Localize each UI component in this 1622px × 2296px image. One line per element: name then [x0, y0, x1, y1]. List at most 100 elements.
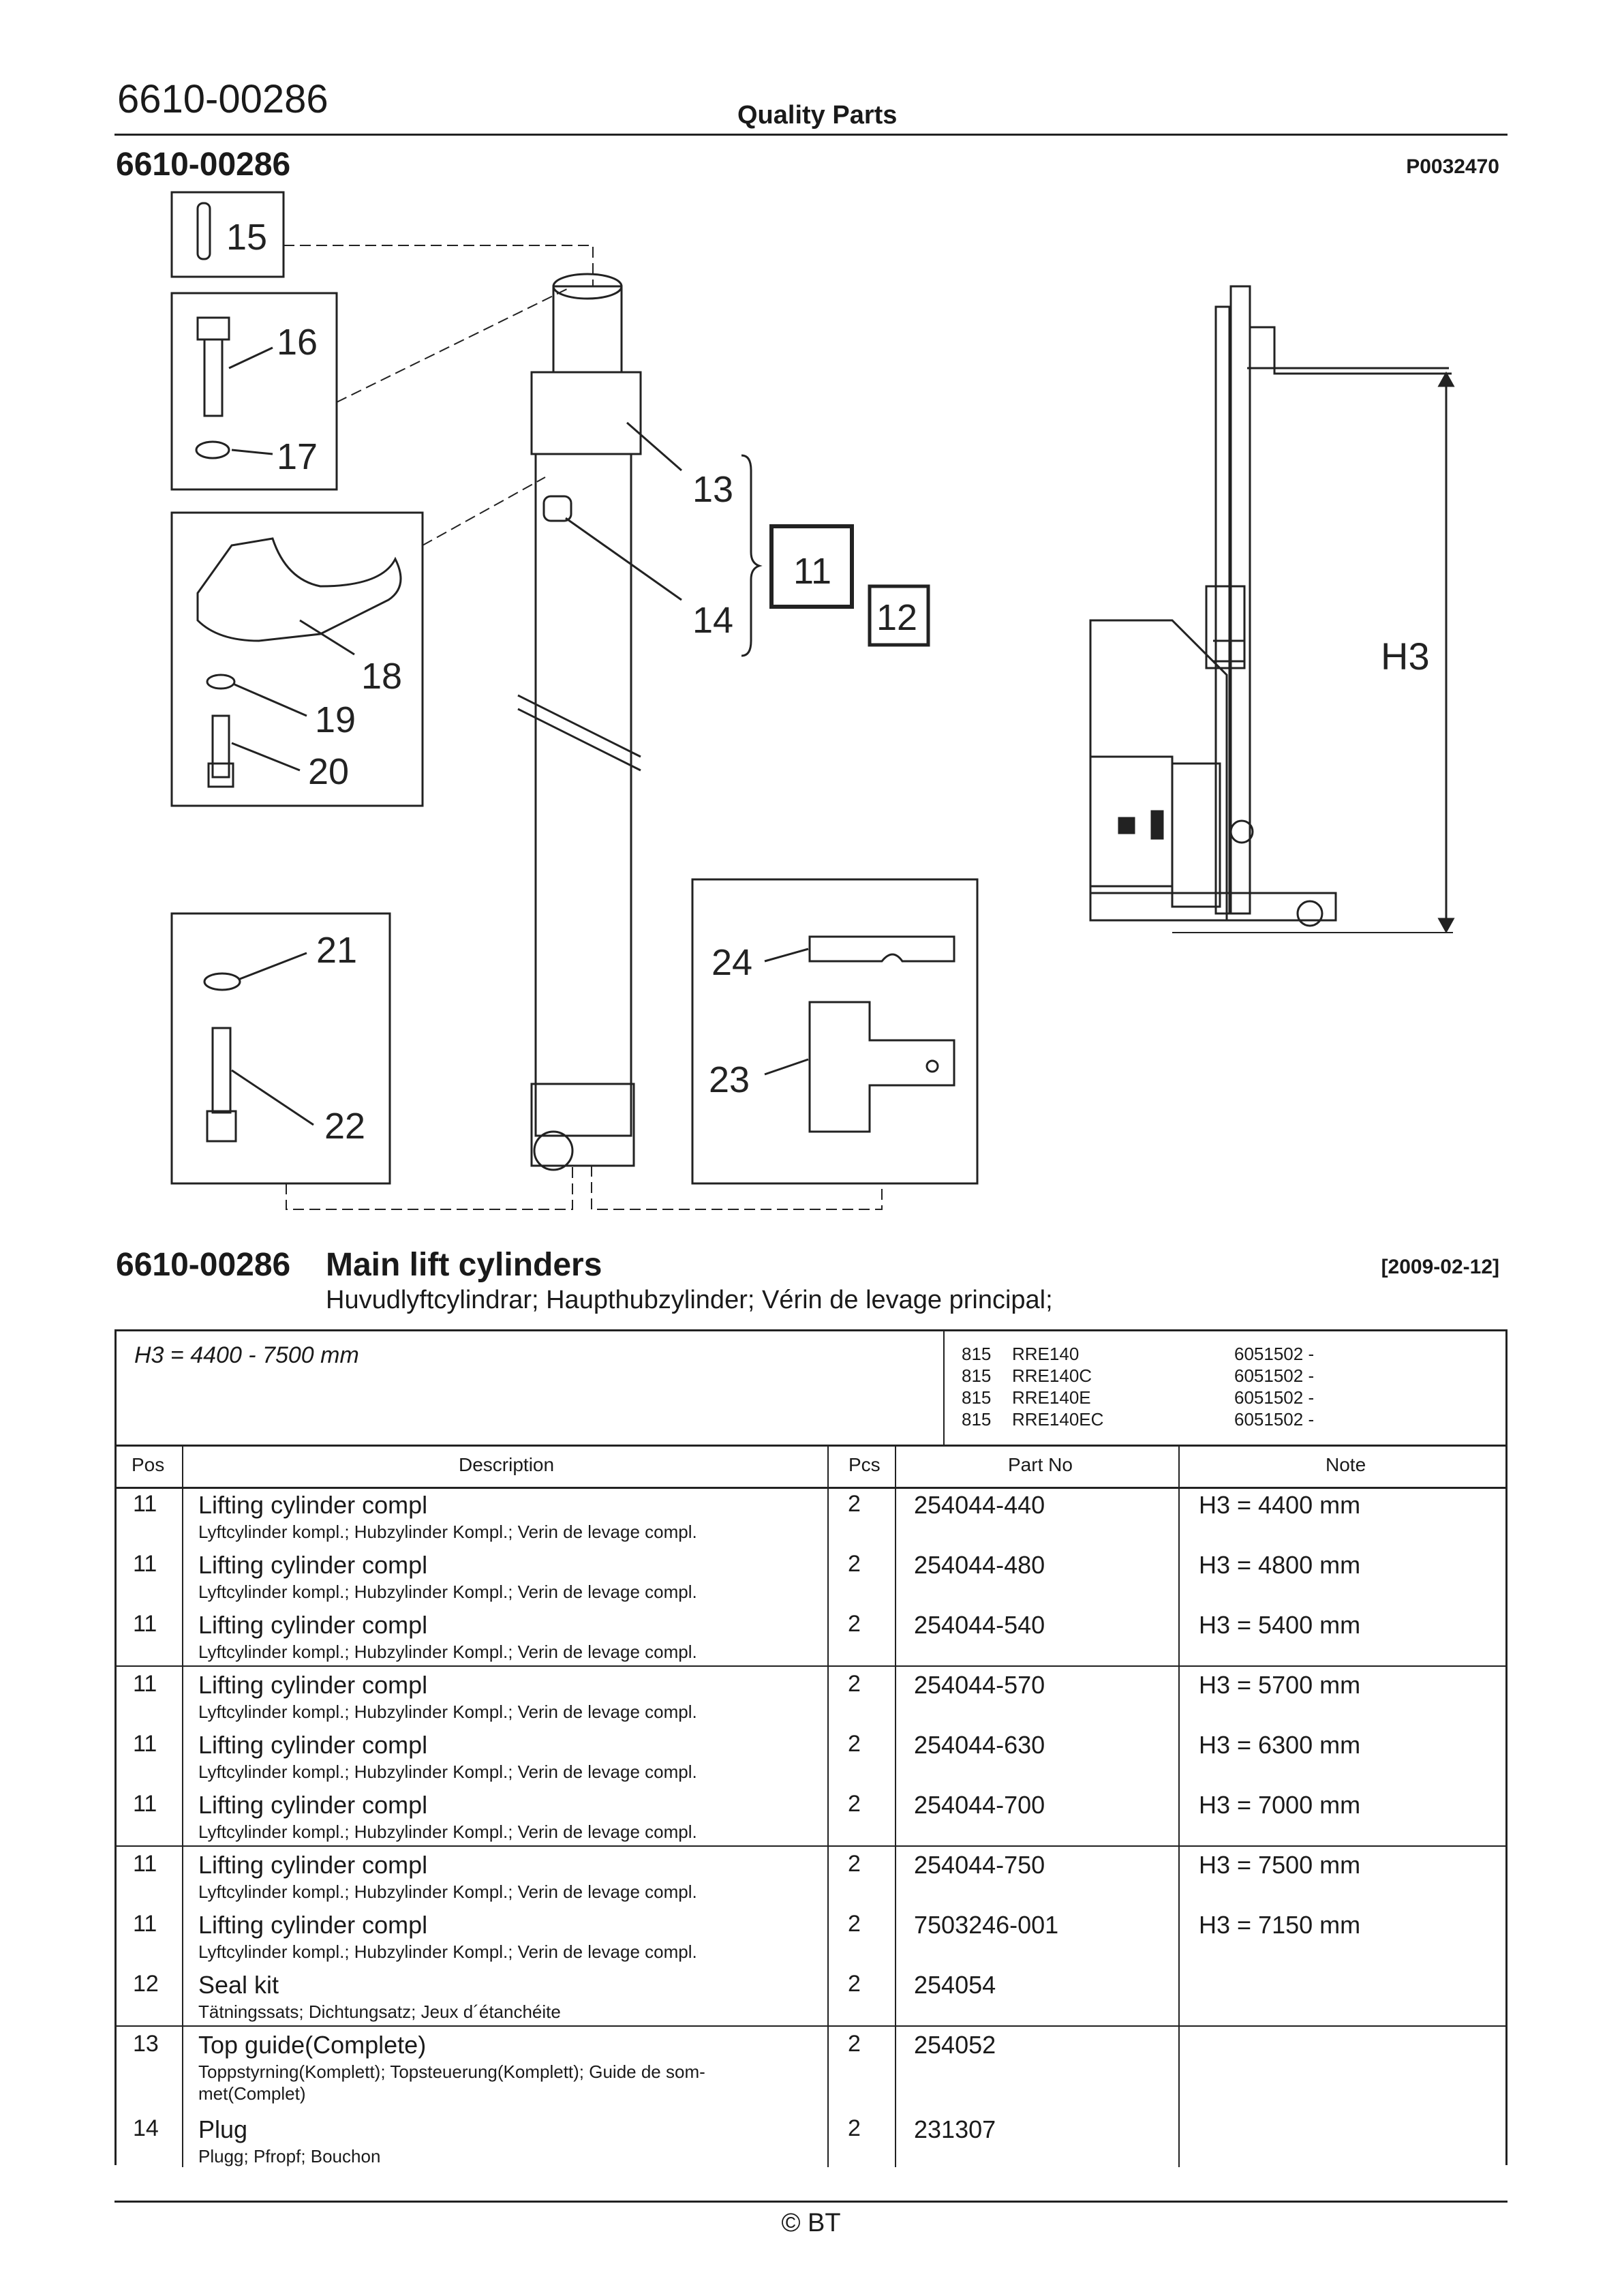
callout-box-15	[170, 191, 285, 278]
cell-description: Lifting cylinder compl	[198, 1611, 428, 1639]
cell-pcs: 2	[848, 1851, 861, 1877]
callout-label-21: 21	[316, 930, 357, 971]
applicability-block: H3 = 4400 - 7500 mm 815 RRE140 6051502 - 81…	[117, 1331, 1505, 1447]
cell-description: Lifting cylinder compl	[198, 1851, 428, 1879]
cell-pcs: 2	[848, 2031, 861, 2057]
pin-icon	[196, 202, 211, 260]
callout-box-23-24	[691, 878, 979, 1185]
cell-note: H3 = 7000 mm	[1199, 1791, 1361, 1819]
callout-box-18-20	[170, 511, 424, 807]
applicability-model: RRE140C	[1012, 1365, 1092, 1386]
cylinder-top-guide	[530, 371, 642, 455]
washer-icon	[206, 674, 236, 690]
header-pcs: Pcs	[848, 1454, 881, 1475]
bracket-icon	[196, 537, 402, 642]
cell-pcs: 2	[848, 1911, 861, 1937]
cell-note: H3 = 5700 mm	[1199, 1671, 1361, 1699]
title-translations: Huvudlyftcylindrar; Haupthubzylinder; Vé…	[326, 1286, 1053, 1314]
cell-pcs: 2	[848, 1671, 861, 1697]
dimension-label-h3: H3	[1381, 635, 1430, 678]
applicability-serial: 6051502 -	[1234, 1365, 1315, 1386]
cell-pos: 11	[133, 1791, 157, 1817]
group-divider	[117, 1845, 1505, 1847]
callout-label-11: 11	[793, 551, 831, 592]
header-note: Note	[1326, 1454, 1366, 1475]
illustration-ref: P0032470	[1406, 155, 1499, 178]
header-part-no: Part No	[1008, 1454, 1073, 1475]
cell-pcs: 2	[848, 1491, 861, 1517]
cell-part-no: 231307	[914, 2115, 996, 2143]
cell-pos: 11	[133, 1851, 157, 1877]
applicability-code: 815	[962, 1365, 992, 1386]
table-header: Pos Description Pcs Part No Note	[117, 1445, 1505, 1489]
applicability-range: H3 = 4400 - 7500 mm	[134, 1342, 359, 1368]
group-brace	[741, 454, 763, 657]
cell-description: Lifting cylinder compl	[198, 1551, 428, 1579]
applicability-code: 815	[962, 1409, 992, 1430]
applicability-model: RRE140	[1012, 1344, 1080, 1364]
cylinder-head	[552, 285, 623, 374]
cell-pcs: 2	[848, 1731, 861, 1757]
cell-description-translations: Lyftcylinder kompl.; Hubzylinder Kompl.;…	[198, 1702, 697, 1722]
section-number: 6610-00286	[116, 147, 291, 183]
cell-description-translations: Lyftcylinder kompl.; Hubzylinder Kompl.;…	[198, 1582, 697, 1602]
cell-pos: 11	[133, 1611, 157, 1637]
cell-part-no: 7503246-001	[914, 1911, 1059, 1939]
cell-description: Plug	[198, 2115, 248, 2143]
cell-pcs: 2	[848, 1551, 861, 1577]
cell-description: Lifting cylinder compl	[198, 1911, 428, 1939]
applicability-code: 815	[962, 1387, 992, 1408]
cell-pos: 11	[133, 1731, 157, 1757]
cell-part-no: 254052	[914, 2031, 996, 2059]
callout-label-20: 20	[308, 751, 349, 792]
cell-pos: 14	[133, 2115, 159, 2141]
cell-pcs: 2	[848, 1791, 861, 1817]
header-brand-title: Quality Parts	[737, 101, 898, 130]
column-divider	[827, 1445, 829, 2167]
cell-pos: 11	[133, 1551, 157, 1577]
cell-note: H3 = 4400 mm	[1199, 1491, 1361, 1519]
cell-note: H3 = 5400 mm	[1199, 1611, 1361, 1639]
cell-description-translations: Lyftcylinder kompl.; Hubzylinder Kompl.;…	[198, 1882, 697, 1902]
callout-label-13: 13	[692, 469, 733, 510]
cell-description: Lifting cylinder compl	[198, 1791, 428, 1819]
cell-description-translations: Lyftcylinder kompl.; Hubzylinder Kompl.;…	[198, 1762, 697, 1782]
applicability-code: 815	[962, 1344, 992, 1364]
cell-description: Lifting cylinder compl	[198, 1491, 428, 1519]
callout-label-14: 14	[692, 600, 733, 641]
cell-part-no: 254044-570	[914, 1671, 1045, 1699]
cell-pos: 13	[133, 2031, 159, 2057]
cell-part-no: 254044-480	[914, 1551, 1045, 1579]
title-number: 6610-00286	[116, 1247, 291, 1283]
cell-note: H3 = 4800 mm	[1199, 1551, 1361, 1579]
cell-description-translations: Lyftcylinder kompl.; Hubzylinder Kompl.;…	[198, 1642, 697, 1662]
cell-pos: 12	[133, 1971, 159, 1997]
cell-description-translations: Toppstyrning(Komplett); Topsteuerung(Kom…	[198, 2061, 705, 2104]
cell-part-no: 254044-750	[914, 1851, 1045, 1879]
cell-part-no: 254044-440	[914, 1491, 1045, 1519]
shim-icon	[808, 935, 955, 963]
cell-part-no: 254044-700	[914, 1791, 1045, 1819]
cell-description: Seal kit	[198, 1971, 279, 1999]
applicability-serial: 6051502 -	[1234, 1344, 1315, 1364]
callout-label-18: 18	[361, 656, 402, 697]
cell-description-translations: Lyftcylinder kompl.; Hubzylinder Kompl.;…	[198, 1522, 697, 1542]
footer-copyright: © BT	[781, 2209, 841, 2237]
column-divider	[895, 1445, 896, 2167]
cell-pcs: 2	[848, 1971, 861, 1997]
bolt-icon	[196, 316, 230, 417]
callout-label-24: 24	[711, 942, 752, 983]
applicability-model: RRE140EC	[1012, 1409, 1104, 1430]
callout-box-21-22	[170, 912, 391, 1185]
cell-pos: 11	[133, 1491, 157, 1517]
cell-note: H3 = 7150 mm	[1199, 1911, 1361, 1939]
